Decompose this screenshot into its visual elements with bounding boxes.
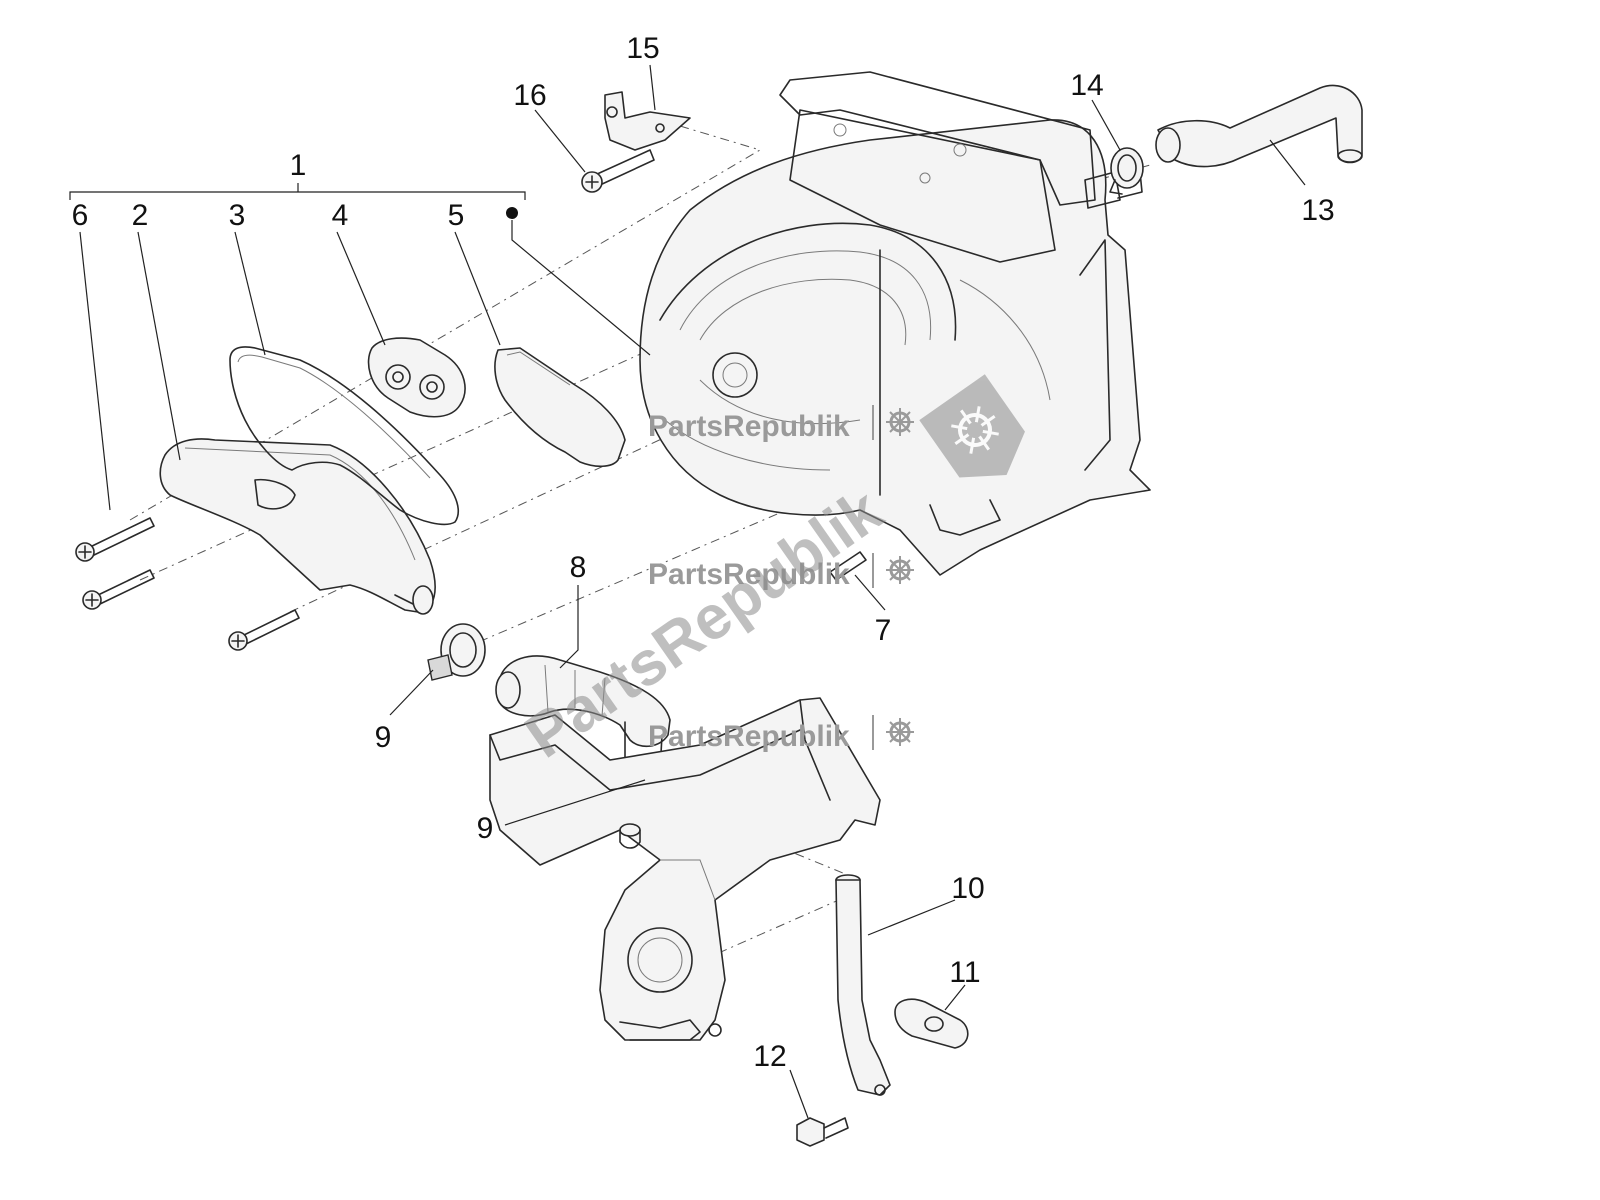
gear-icon bbox=[886, 718, 914, 746]
callout-4: 4 bbox=[332, 199, 349, 232]
watermark-row-1: PartsRepublik bbox=[648, 405, 914, 443]
part-10-pipe bbox=[835, 874, 891, 1096]
callout-7: 7 bbox=[875, 614, 892, 647]
callout-3: 3 bbox=[229, 199, 246, 232]
part-15-bracket bbox=[604, 91, 691, 151]
callout-11: 11 bbox=[949, 956, 980, 989]
callout-6: 6 bbox=[72, 199, 89, 232]
part-3-gasket bbox=[229, 346, 459, 526]
part-11-gasket bbox=[894, 998, 969, 1049]
air-filter-housing bbox=[639, 71, 1151, 576]
callout-8: 8 bbox=[570, 551, 587, 584]
gear-icon bbox=[919, 374, 1025, 478]
gear-icon bbox=[886, 408, 914, 436]
callout-13: 13 bbox=[1301, 194, 1334, 227]
part-6-screws bbox=[75, 517, 300, 651]
watermark-row-3: PartsRepublik bbox=[648, 715, 914, 753]
part-7-screw bbox=[829, 551, 867, 581]
kit-bullet-icon bbox=[506, 207, 518, 219]
part-4-grommet bbox=[367, 337, 466, 418]
callout-12: 12 bbox=[753, 1040, 786, 1073]
watermark-text: PartsRepublik bbox=[648, 410, 850, 443]
callout-5: 5 bbox=[448, 199, 465, 232]
callout-15: 15 bbox=[626, 32, 659, 65]
leader-lines bbox=[79, 64, 1306, 1119]
part-8-duct bbox=[495, 655, 671, 777]
part-14-clamp bbox=[1109, 147, 1144, 195]
part-13-hose bbox=[1155, 84, 1363, 168]
callout-9-upper: 9 bbox=[375, 721, 392, 754]
watermark-text: PartsRepublik bbox=[648, 558, 850, 591]
callout-10: 10 bbox=[951, 872, 984, 905]
part-16-screw bbox=[581, 149, 655, 193]
watermark-text: PartsRepublik bbox=[648, 720, 850, 753]
part-9-clamp-upper bbox=[427, 623, 486, 681]
gear-icon bbox=[886, 556, 914, 584]
callout-9-lower: 9 bbox=[477, 812, 494, 845]
intake-box bbox=[489, 697, 881, 1041]
part-12-bolt bbox=[796, 1117, 849, 1147]
callout-16: 16 bbox=[513, 79, 546, 112]
part-5-filter-element bbox=[494, 347, 626, 468]
part-1-kit-bracket bbox=[69, 183, 651, 356]
callout-labels: 1 2 3 4 5 6 7 8 9 9 10 11 12 13 14 15 16 bbox=[72, 32, 1335, 1073]
callout-1: 1 bbox=[290, 149, 307, 182]
callout-14: 14 bbox=[1070, 69, 1103, 102]
watermark-row-2: PartsRepublik bbox=[648, 553, 914, 591]
callout-2: 2 bbox=[132, 199, 149, 232]
